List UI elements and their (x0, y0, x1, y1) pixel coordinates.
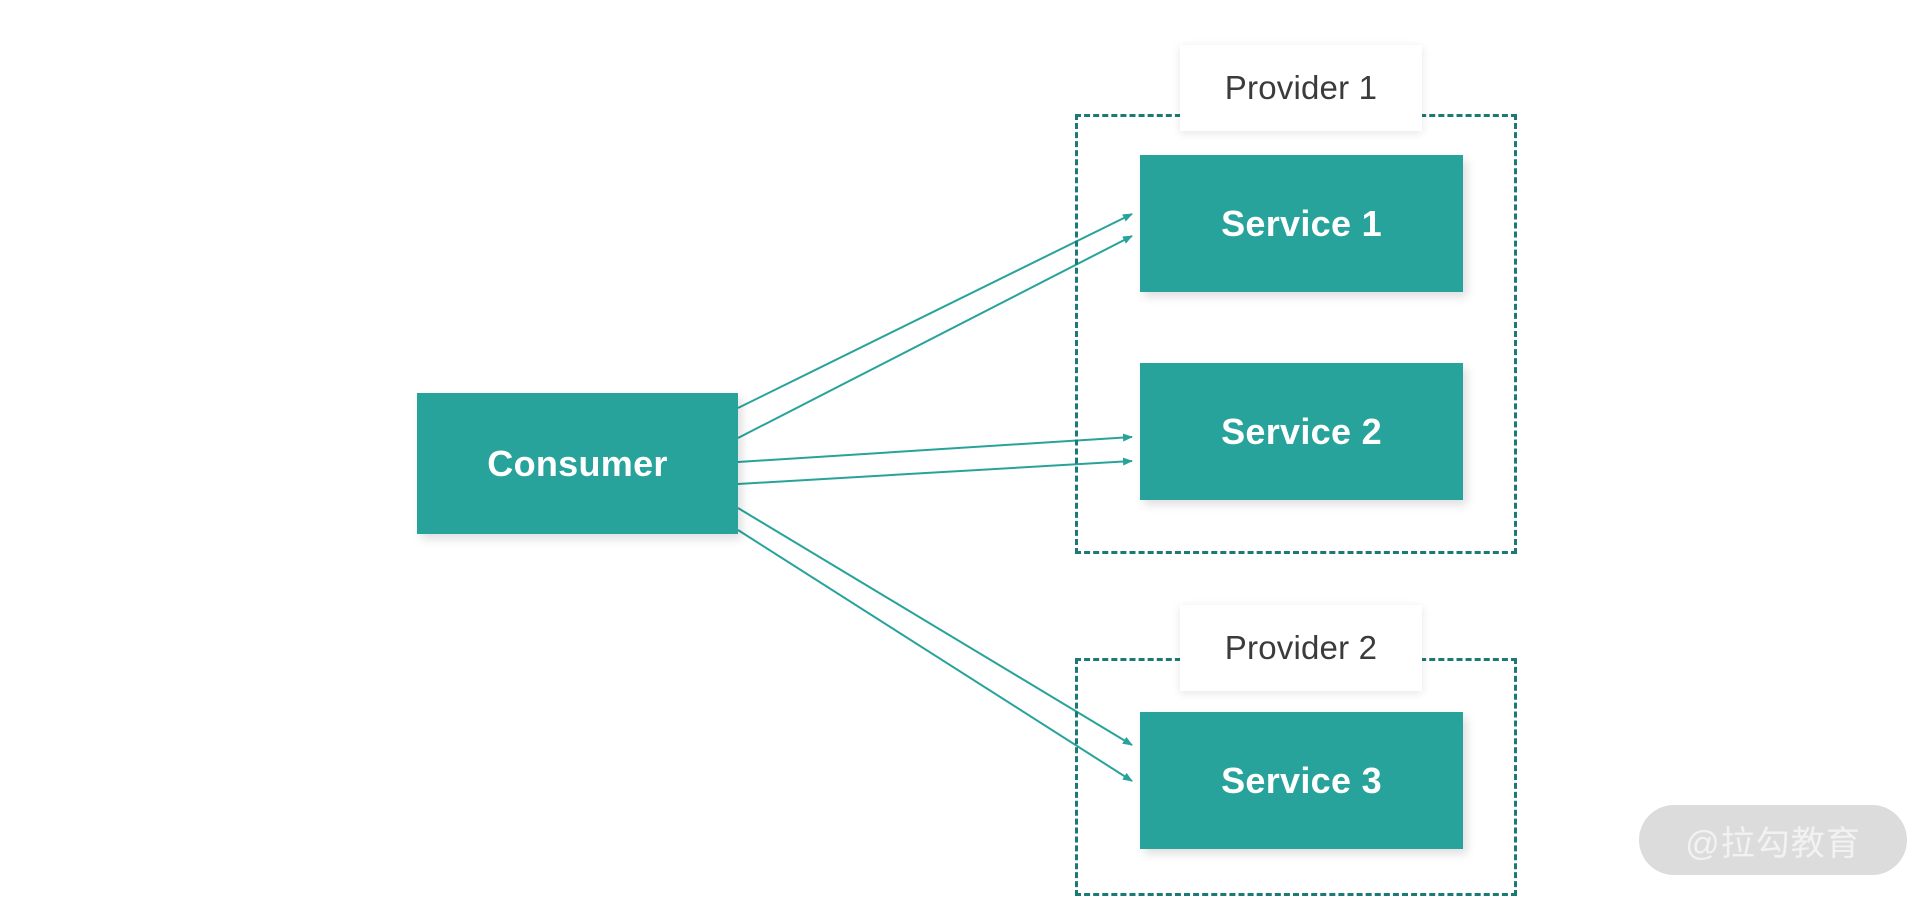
connector-lines (737, 213, 1133, 782)
provider-1-label: Provider 1 (1180, 45, 1422, 131)
service-2-node: Service 2 (1140, 363, 1463, 500)
consumer-node: Consumer (417, 393, 738, 534)
connector-consumer-to-service_2 (737, 433, 1133, 463)
provider-2-label: Provider 2 (1180, 605, 1422, 691)
connector-consumer-to-service_2 (737, 457, 1133, 485)
watermark-badge: @拉勾教育 (1639, 805, 1907, 875)
connector-consumer-to-service_1 (737, 213, 1133, 409)
connector-consumer-to-service_1 (737, 235, 1133, 439)
service-3-node: Service 3 (1140, 712, 1463, 849)
connector-consumer-to-service_3 (737, 529, 1133, 782)
connector-consumer-to-service_3 (737, 507, 1133, 746)
service-1-node: Service 1 (1140, 155, 1463, 292)
